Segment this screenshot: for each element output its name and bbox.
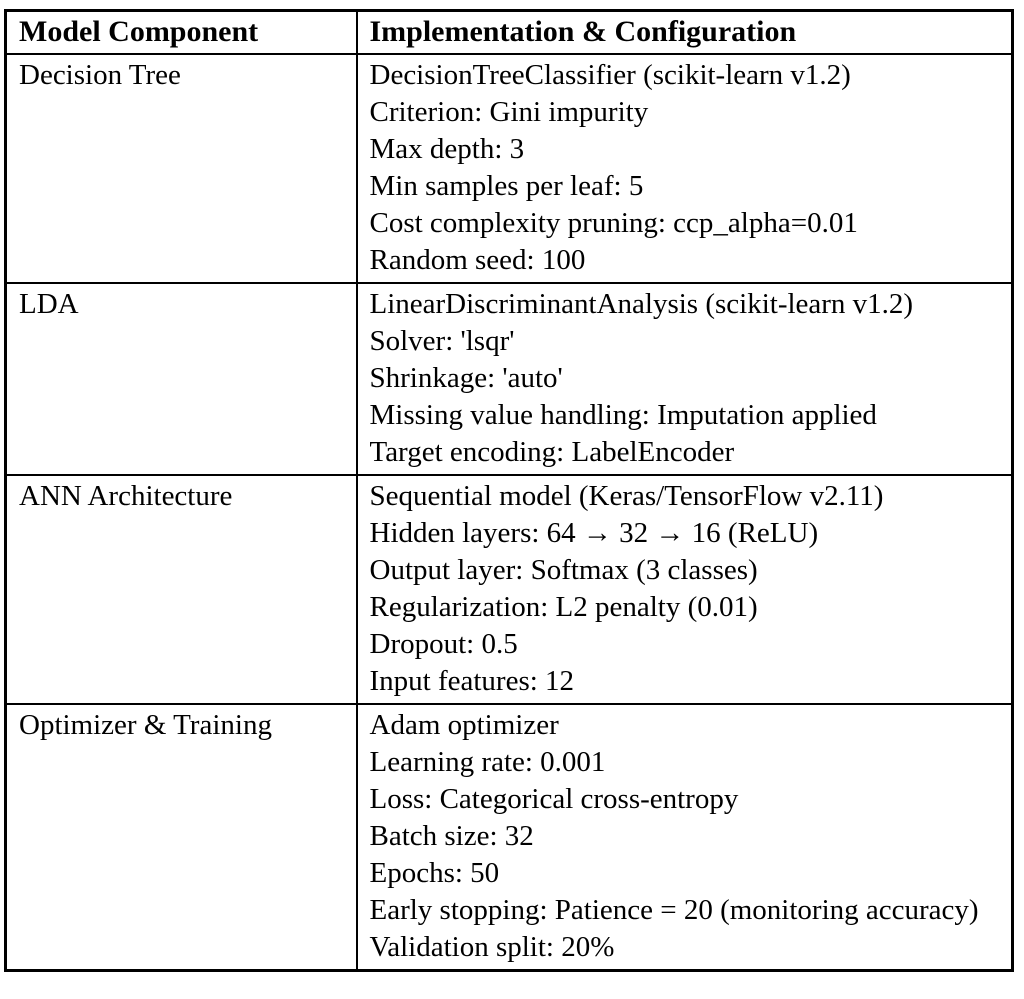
details-cell: Sequential model (Keras/TensorFlow v2.11… — [355, 474, 1014, 705]
table-row: ANN Architecture Sequential model (Keras… — [4, 474, 1014, 705]
details-cell: DecisionTreeClassifier (scikit-learn v1.… — [355, 53, 1014, 284]
details-cell: LinearDiscriminantAnalysis (scikit-learn… — [355, 282, 1014, 476]
column-header-implementation: Implementation & Configuration — [355, 9, 1014, 55]
component-cell: Optimizer & Training — [4, 703, 358, 972]
component-cell: ANN Architecture — [4, 474, 358, 705]
table-row: Optimizer & Training Adam optimizer Lear… — [4, 703, 1014, 972]
component-cell: Decision Tree — [4, 53, 358, 284]
column-header-model-component: Model Component — [4, 9, 358, 55]
table-row: Decision Tree DecisionTreeClassifier (sc… — [4, 53, 1014, 284]
model-config-table: Model Component Implementation & Configu… — [4, 9, 1014, 972]
table-row: LDA LinearDiscriminantAnalysis (scikit-l… — [4, 282, 1014, 476]
component-cell: LDA — [4, 282, 358, 476]
header-row: Model Component Implementation & Configu… — [4, 9, 1014, 55]
details-cell: Adam optimizer Learning rate: 0.001 Loss… — [355, 703, 1014, 972]
model-config-table-wrap: Model Component Implementation & Configu… — [4, 9, 1014, 972]
